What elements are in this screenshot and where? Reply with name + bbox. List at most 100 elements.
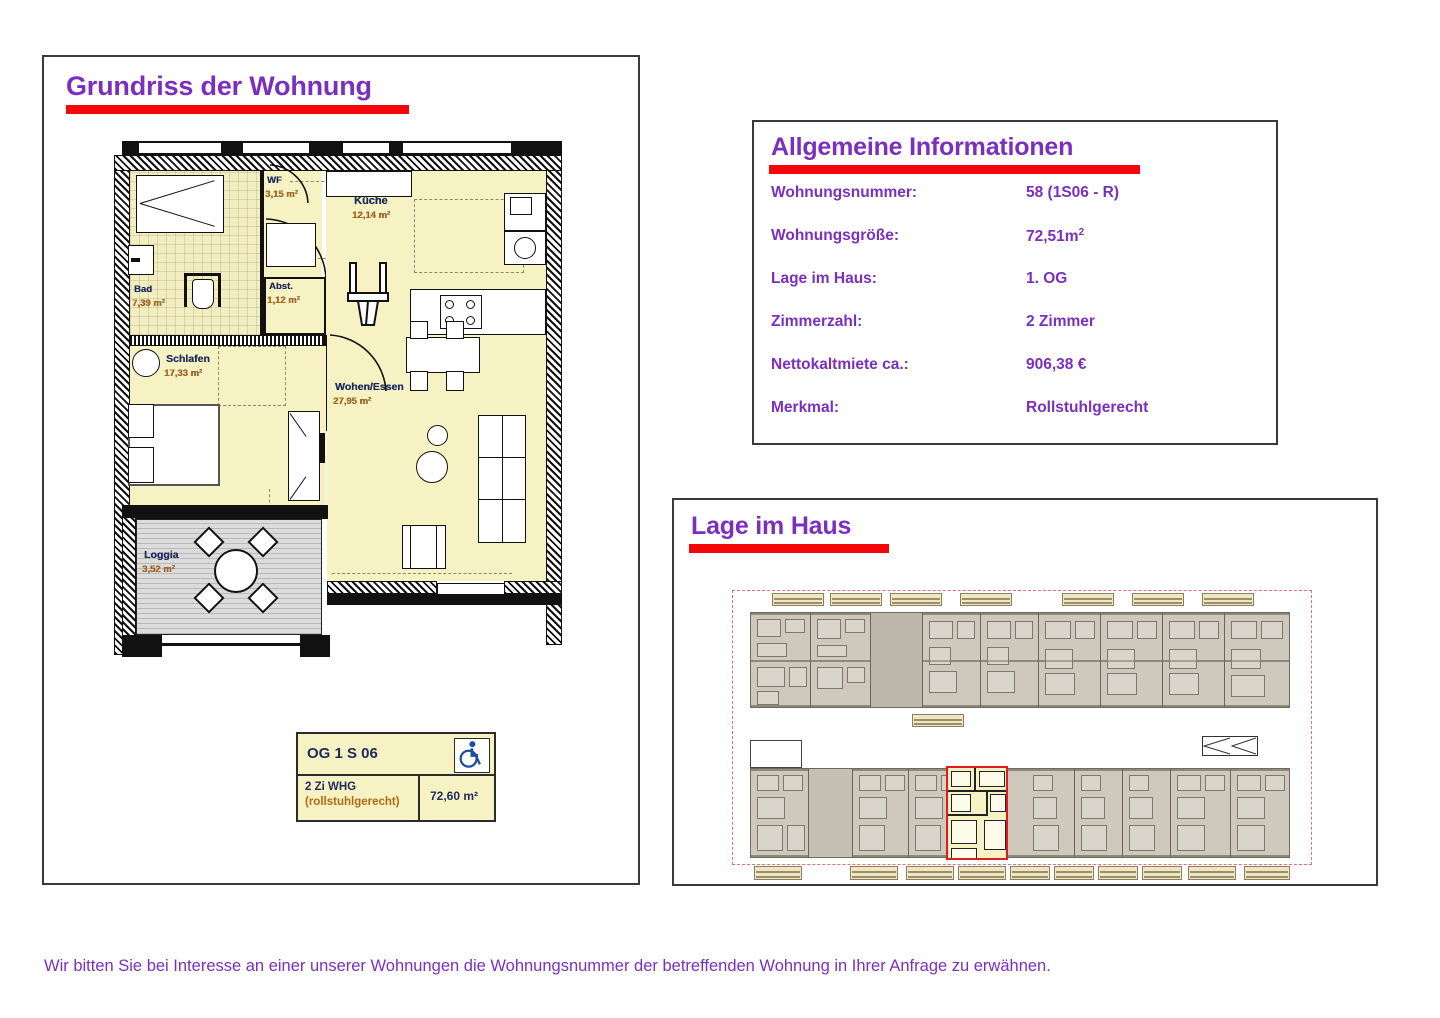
info-row-merkmal: Merkmal: Rollstuhlgerecht	[771, 399, 1271, 423]
info-row-wohnungsgroesse: Wohnungsgröße: 72,51m2	[771, 227, 1271, 251]
wf-dash-1	[290, 181, 350, 182]
info-value-nettokaltmiete: 906,38 €	[1026, 356, 1087, 373]
wheelchair-symbol-icon	[347, 262, 389, 326]
coffee-table	[416, 451, 448, 483]
legend-unit-code: OG 1 S 06	[307, 745, 378, 762]
unit-tag-highlighted	[958, 866, 1006, 880]
wall-loggia-top	[122, 505, 328, 519]
toilet	[192, 279, 214, 309]
unit-tag	[906, 866, 954, 880]
legend-top-row: OG 1 S 06	[298, 734, 494, 776]
highlighted-apartment	[946, 766, 1008, 860]
room-label-schlafen: Schlafen	[166, 353, 210, 365]
footer-note: Wir bitten Sie bei Interesse an einer un…	[44, 957, 1051, 975]
schlafen-dash-zone	[218, 346, 286, 406]
unit-tag	[1132, 593, 1184, 606]
wall-bottom-band	[327, 593, 562, 605]
window-top-4	[402, 142, 512, 154]
building-lower-block	[750, 768, 1290, 858]
unit-tag	[1188, 866, 1236, 880]
info-value-wohnungsgroesse-text: 72,51m	[1026, 228, 1079, 246]
info-label-zimmerzahl: Zimmerzahl:	[771, 313, 863, 330]
chair-1	[410, 321, 428, 339]
armchair-arm-2	[436, 525, 438, 569]
wall-bad-wf	[260, 171, 264, 335]
room-area-schlafen: 17,33 m²	[164, 368, 203, 379]
nightstand-1	[128, 404, 154, 438]
room-area-wohnen: 27,95 m²	[333, 396, 372, 407]
info-row-wohnungsnummer: Wohnungsnummer: 58 (1S06 - R)	[771, 184, 1271, 208]
unit-tag	[890, 593, 942, 606]
unit-tag	[1202, 593, 1254, 606]
nightstand-2	[128, 447, 154, 483]
unit-tag	[912, 714, 964, 727]
wall-top	[114, 155, 562, 171]
chair-3	[410, 371, 428, 391]
wall-right	[546, 155, 562, 645]
wheelchair-icon	[454, 738, 490, 773]
loggia-rail	[158, 643, 304, 646]
room-label-bad: Bad	[134, 284, 152, 295]
floorplan-heading: Grundriss der Wohnung	[66, 71, 372, 101]
floorplan-panel: Grundriss der Wohnung Bad 7,39 m² WF 3,1…	[42, 55, 640, 885]
unit-tag	[754, 866, 802, 880]
unit-tag	[1142, 866, 1182, 880]
burner-2	[466, 300, 475, 309]
unit-tag	[1010, 866, 1050, 880]
unit-tag	[960, 593, 1012, 606]
room-label-wohnen: Wohen/Essen	[335, 381, 404, 393]
grab-bar-left	[184, 273, 187, 307]
tv-shelf	[288, 411, 320, 501]
grab-bar-right	[218, 273, 221, 307]
room-label-kueche: Küche	[354, 195, 388, 207]
sink-round	[514, 237, 536, 259]
general-info-panel: Allgemeine Informationen Wohnungsnummer:…	[752, 120, 1278, 445]
wall-loggia-bl	[122, 635, 162, 657]
info-label-nettokaltmiete: Nettokaltmiete ca.:	[771, 356, 909, 373]
info-label-lage: Lage im Haus:	[771, 270, 877, 287]
wall-loggia-br	[300, 635, 330, 657]
info-value-wohnungsgroesse: 72,51m2	[1026, 227, 1084, 246]
floorplan-drawing: Bad 7,39 m² WF 3,15 m² Abst. 1,12 m² Küc…	[114, 137, 604, 677]
room-label-wf: WF	[267, 175, 282, 186]
chair-2	[446, 321, 464, 339]
building-upper-block	[750, 612, 1290, 708]
armchair	[402, 525, 446, 569]
building-floorplan-drawing	[732, 590, 1312, 880]
building-plan-boundary	[732, 590, 1312, 865]
info-value-lage: 1. OG	[1026, 270, 1068, 287]
info-row-nettokaltmiete: Nettokaltmiete ca.: 906,38 €	[771, 356, 1271, 380]
burner-1	[445, 300, 454, 309]
window-top-2	[242, 142, 310, 154]
side-table-small	[427, 425, 448, 446]
burner-4	[466, 316, 475, 325]
info-label-wohnungsgroesse: Wohnungsgröße:	[771, 227, 899, 244]
stair-arrows-icon	[1202, 737, 1257, 755]
wall-mid-pattern	[132, 336, 324, 345]
info-value-wohnungsgroesse-sup: 2	[1078, 227, 1085, 238]
wall-stub	[320, 433, 325, 463]
unit-tag	[772, 593, 824, 606]
floorplan-heading-rule	[66, 105, 409, 114]
fridge-inner	[510, 197, 532, 215]
location-in-building-panel: Lage im Haus	[672, 498, 1378, 886]
room-area-loggia: 3,52 m²	[142, 564, 175, 575]
room-area-abst: 1,12 m²	[267, 295, 300, 306]
room-area-wf: 3,15 m²	[265, 189, 298, 200]
annex-box	[750, 740, 802, 768]
bottom-dash	[332, 573, 512, 574]
info-value-merkmal: Rollstuhlgerecht	[1026, 399, 1149, 416]
legend-area: 72,60 m²	[430, 789, 479, 803]
hall-closet	[266, 223, 316, 267]
room-label-loggia: Loggia	[144, 549, 179, 561]
unit-tag	[1244, 866, 1290, 880]
room-label-abst: Abst.	[269, 281, 293, 292]
unit-tag	[850, 866, 898, 880]
armchair-arm-1	[410, 525, 412, 569]
room-area-kueche: 12,14 m²	[352, 210, 391, 221]
floorplan-legend-box: OG 1 S 06 2 Zi WHG (rollstuhlgerecht) 72…	[296, 732, 496, 822]
sink-tap	[131, 258, 140, 262]
info-row-lage: Lage im Haus: 1. OG	[771, 270, 1271, 294]
loggia-table	[214, 549, 258, 593]
info-heading-rule	[769, 165, 1140, 174]
